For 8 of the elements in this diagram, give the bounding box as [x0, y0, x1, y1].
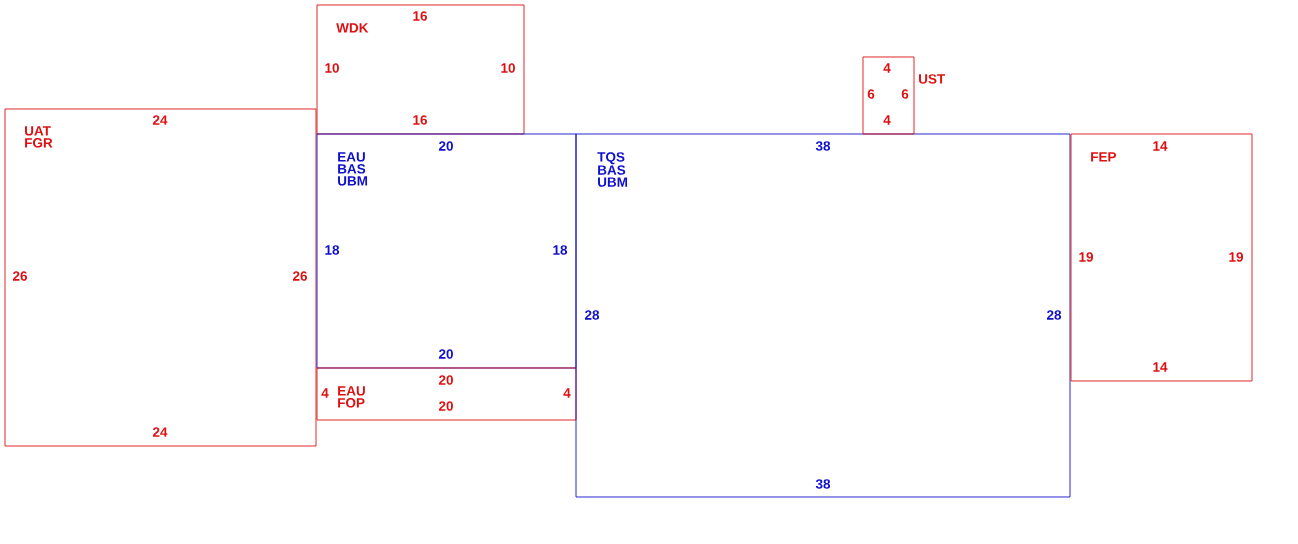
- room-box: UST 4 6 6 4: [862, 56, 946, 135]
- room-box: EAU FOP 20 4 4 20: [316, 367, 577, 421]
- room-box: EAU BAS UBM 20 18 18 20: [316, 133, 577, 369]
- room-box: FEP 14 19 19 14: [1070, 133, 1253, 382]
- node-label: UST: [919, 74, 946, 84]
- room-box: UAT FGR 24 26 26 24: [4, 108, 317, 447]
- room-box: TQS BAS UBM 38 28 28 38: [575, 133, 1071, 498]
- room-box: WDK 16 10 10 16: [316, 4, 525, 135]
